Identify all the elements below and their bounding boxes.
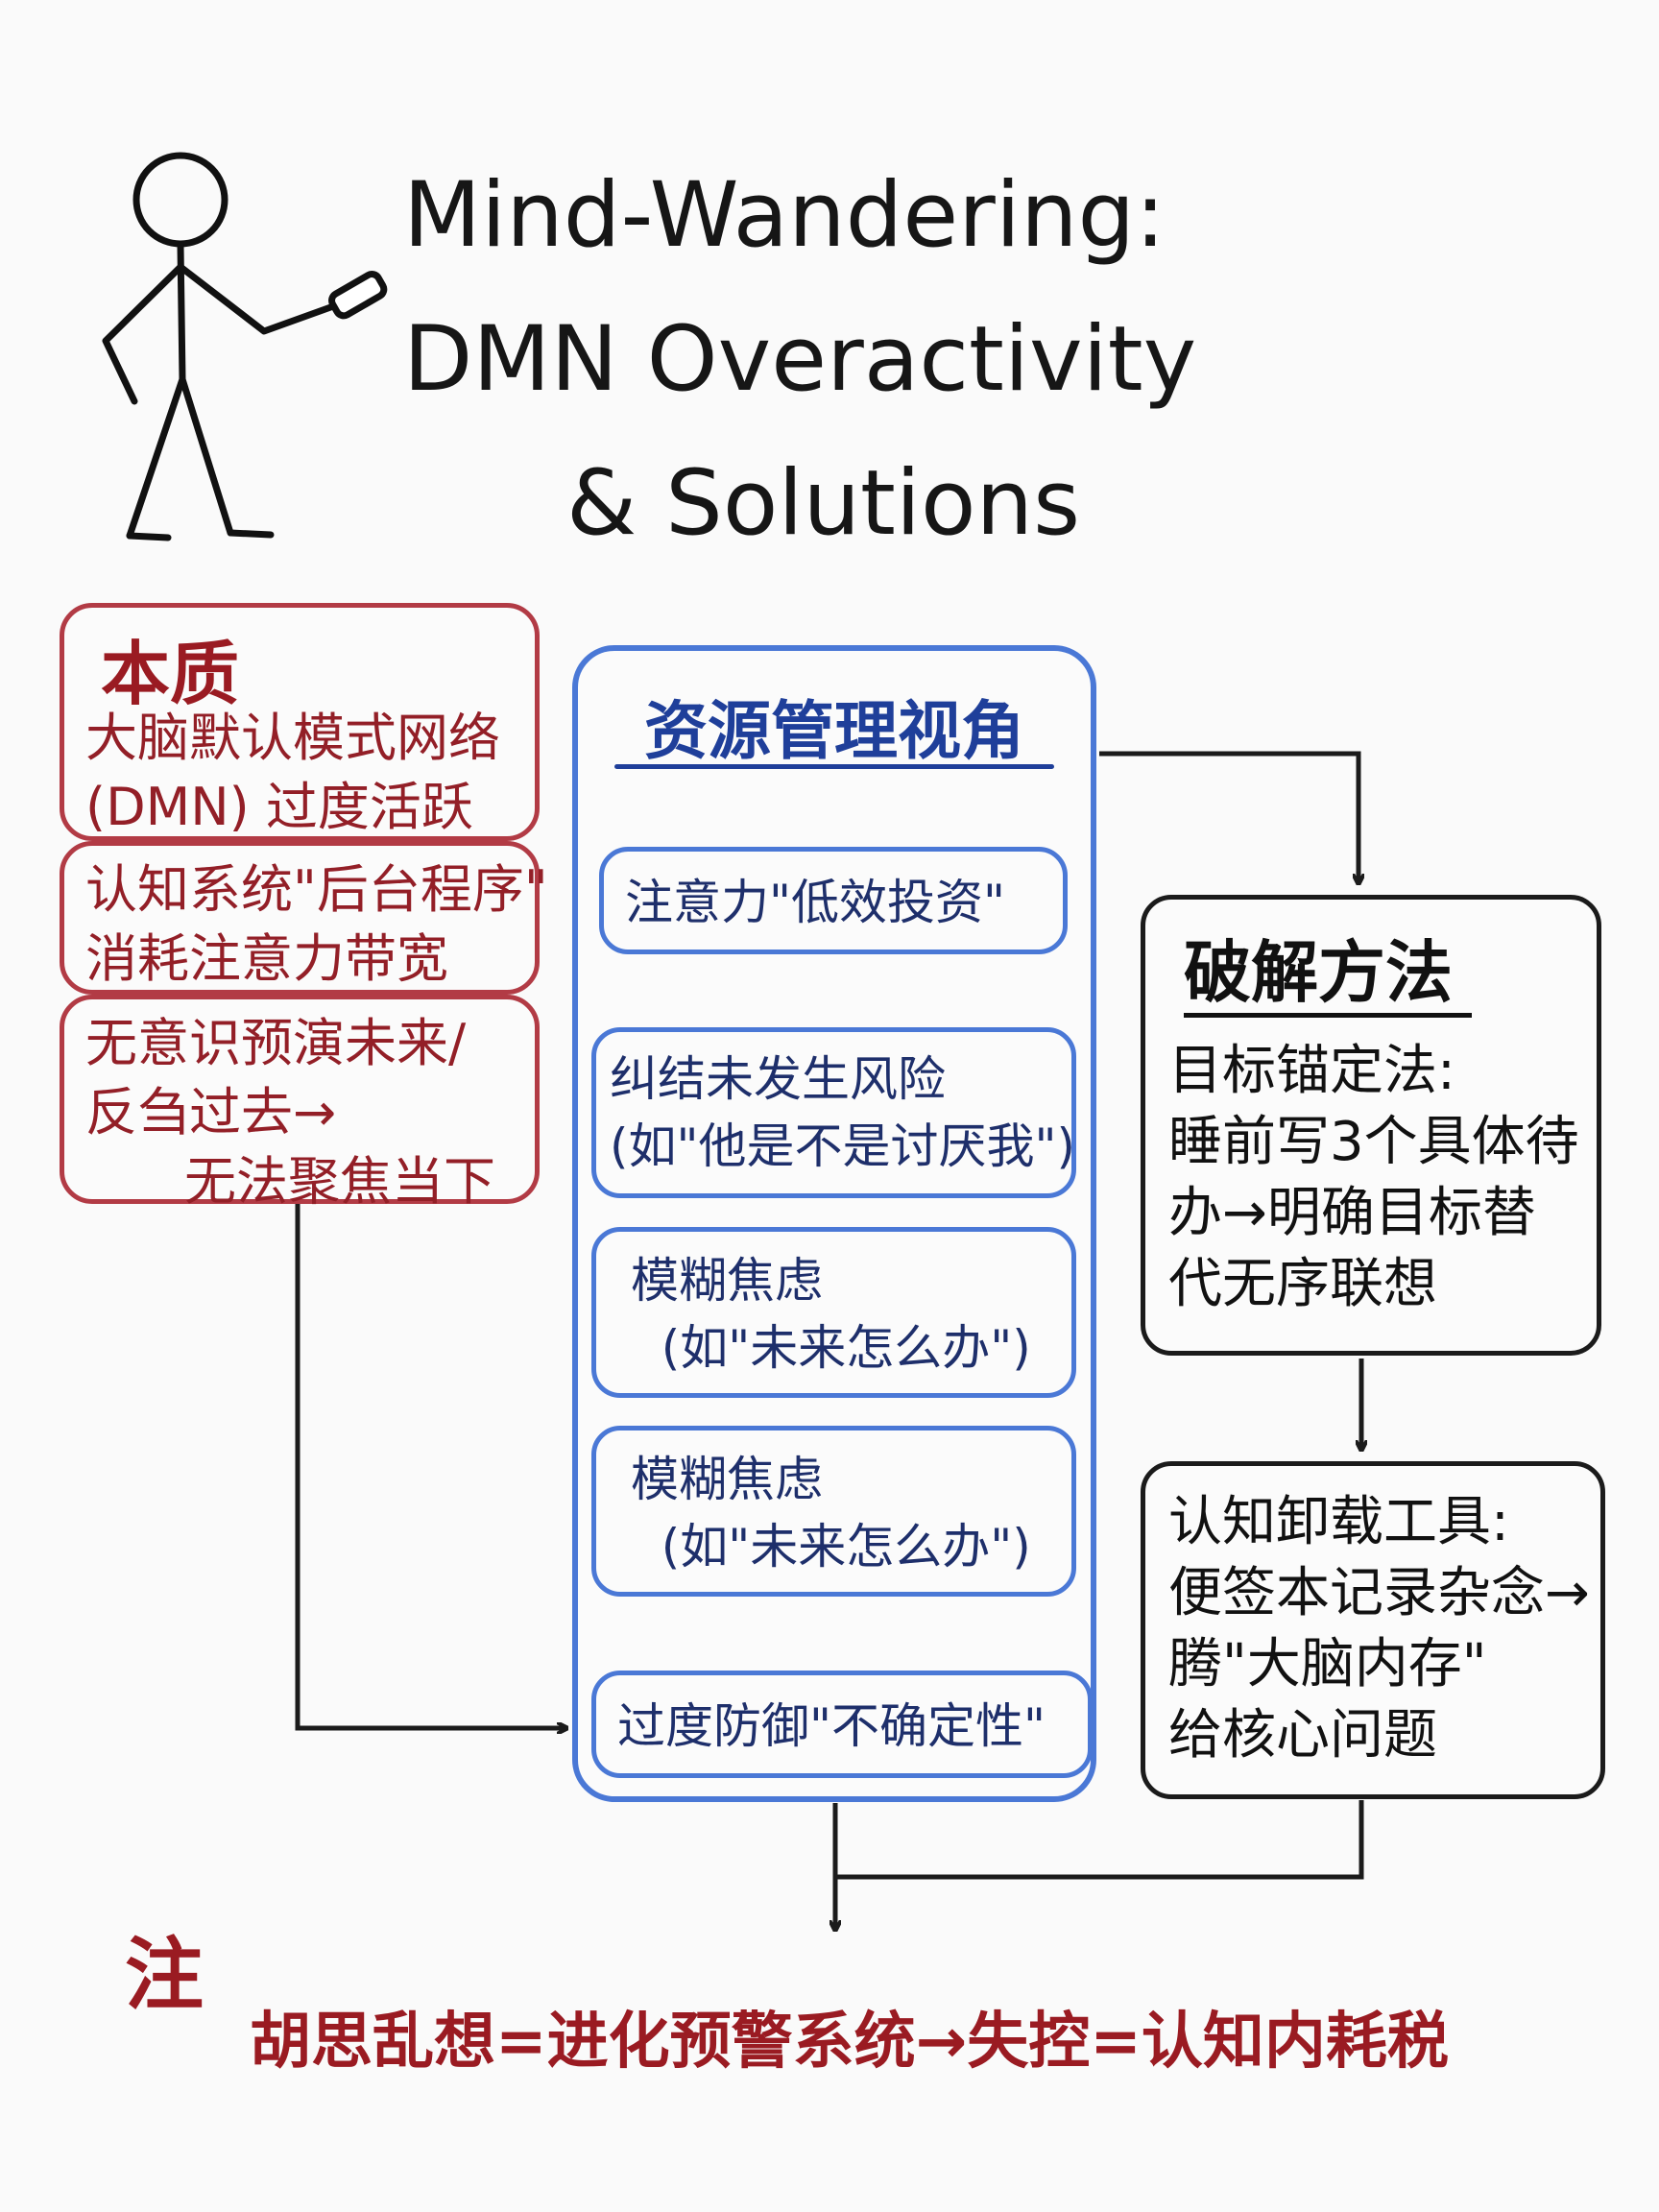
resource-step-1-text: 注意力"低效投资" [625, 875, 1005, 930]
essence-box-3: 无意识预演未来/ 反刍过去→ 无法聚焦当下 [60, 995, 540, 1212]
resource-step-4: 模糊焦虑 (如"未来怎么办") [591, 1426, 1076, 1597]
essence-box-2: 认知系统"后台程序" 消耗注意力带宽 [60, 841, 548, 995]
note-text: 胡思乱想=进化预警系统→失控=认知内耗税 [250, 2007, 1449, 2078]
essence-text-1: 大脑默认模式网络 (DMN) 过度活跃 [85, 708, 500, 837]
solutions-underline [1184, 1013, 1472, 1018]
resource-to-solutions-arrow [1099, 751, 1358, 883]
essence-heading: 本质 [101, 634, 240, 714]
essence-text-3: 无意识预演未来/ 反刍过去→ 无法聚焦当下 [85, 1013, 495, 1212]
resource-step-2: 纠结未发生风险 (如"他是不是讨厌我") [591, 1027, 1076, 1198]
essence-text-2: 认知系统"后台程序" 消耗注意力带宽 [85, 859, 548, 989]
resource-step-3: 模糊焦虑 (如"未来怎么办") [591, 1227, 1076, 1398]
resource-step-3-text: 模糊焦虑 (如"未来怎么办") [631, 1253, 1031, 1376]
resource-step-5-text: 过度防御"不确定性" [617, 1698, 1046, 1754]
page-title: Mind-Wandering: DMN Overactivity & Solut… [403, 144, 1479, 576]
note-label: 注 [125, 1930, 204, 2021]
resource-step-1: 注意力"低效投资" [599, 847, 1068, 954]
essence-to-resource-arrow [295, 1200, 566, 1728]
resource-step-2-text: 纠结未发生风险 (如"他是不是讨厌我") [610, 1051, 1076, 1174]
solutions-panel: 破解方法 目标锚定法: 睡前写3个具体待 办→明确目标替 代无序联想 [1141, 895, 1601, 1356]
merge-arrow [835, 1800, 1364, 1930]
stick-figure-icon [102, 152, 388, 541]
solutions-method-1: 目标锚定法: 睡前写3个具体待 办→明确目标替 代无序联想 [1168, 1040, 1579, 1315]
solutions-tool-box: 认知卸载工具: 便签本记录杂念→ 腾"大脑内存" 给核心问题 [1141, 1461, 1605, 1799]
resource-view-underline [614, 764, 1054, 769]
resource-step-4-text: 模糊焦虑 (如"未来怎么办") [631, 1452, 1031, 1575]
title-line-3: & Solutions [566, 451, 1081, 556]
resource-view-heading: 资源管理视角 [644, 694, 1024, 768]
solutions-method-2: 认知卸载工具: 便签本记录杂念→ 腾"大脑内存" 给核心问题 [1168, 1491, 1590, 1767]
solutions-heading: 破解方法 [1184, 933, 1453, 1012]
resource-view-panel: 资源管理视角 [572, 645, 1096, 1802]
title-line-1: Mind-Wandering: [403, 163, 1166, 268]
title-line-2: DMN Overactivity [403, 307, 1197, 412]
resource-step-5: 过度防御"不确定性" [591, 1671, 1093, 1778]
essence-box-1: 本质 大脑默认模式网络 (DMN) 过度活跃 [60, 603, 540, 841]
